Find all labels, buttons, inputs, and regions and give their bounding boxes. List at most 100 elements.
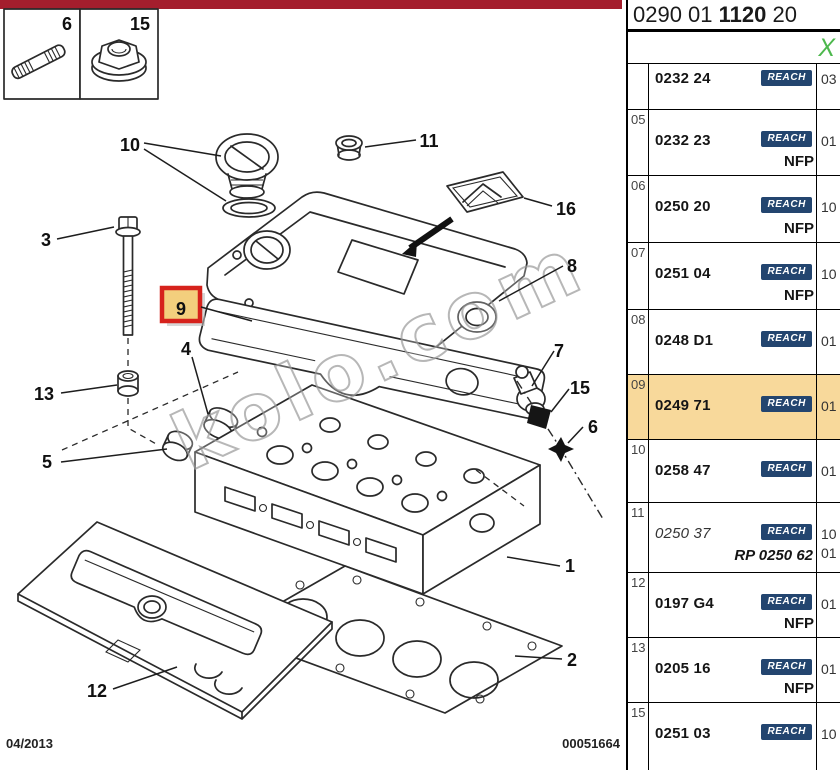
quantity: 01 — [821, 596, 837, 612]
callout-5: 5 — [42, 452, 52, 472]
part-number[interactable]: 0232 23 — [655, 132, 711, 149]
table-row[interactable]: 11 0250 37 REACH RP 0250 62 10 01 — [628, 503, 840, 573]
row-number: 08 — [628, 310, 649, 374]
table-row[interactable]: 05 0232 23 REACH NFP 01 — [628, 110, 840, 176]
inset-boxes: 6 15 — [3, 8, 159, 100]
quantity: 10 — [821, 199, 837, 215]
reach-badge[interactable]: REACH — [761, 461, 812, 477]
table-row[interactable]: 06 0250 20 REACH NFP 10 — [628, 176, 840, 243]
nfp-label: NFP — [784, 220, 814, 237]
table-row[interactable]: 13 0205 16 REACH NFP 01 — [628, 638, 840, 703]
part-number[interactable]: 0258 47 — [655, 462, 711, 479]
part-number[interactable]: 0251 04 — [655, 265, 711, 282]
reach-badge[interactable]: REACH — [761, 197, 812, 213]
reach-badge[interactable]: REACH — [761, 659, 812, 675]
part-number[interactable]: 0232 24 — [655, 70, 711, 87]
part-stud-marker — [548, 437, 574, 462]
quantity: 01 — [821, 398, 837, 414]
leader-lines — [56, 139, 584, 690]
row-number: 05 — [628, 110, 649, 175]
row-number: 07 — [628, 243, 649, 309]
footer-date: 04/2013 — [6, 736, 53, 751]
row-number: 13 — [628, 638, 649, 702]
callout-1: 1 — [565, 556, 575, 576]
reach-badge[interactable]: REACH — [761, 594, 812, 610]
part-number[interactable]: 0205 16 — [655, 660, 711, 677]
quantity: 10 — [821, 526, 837, 542]
reach-badge[interactable]: REACH — [761, 264, 812, 280]
part-breather-cap — [335, 135, 363, 161]
callout-9: 9 — [176, 299, 186, 319]
callout-6: 6 — [588, 417, 598, 437]
part-cylinder-head — [194, 384, 541, 595]
exploded-diagram: 6 15 — [0, 0, 622, 751]
part-number[interactable]: 0249 71 — [655, 397, 711, 414]
row-number: 10 — [628, 440, 649, 502]
inset-label-15: 15 — [130, 14, 150, 34]
part-number[interactable]: 0250 20 — [655, 198, 711, 215]
nfp-label: NFP — [784, 615, 814, 632]
nfp-label: NFP — [784, 680, 814, 697]
callout-4: 4 — [181, 339, 191, 359]
callout-12: 12 — [87, 681, 107, 701]
callout-3: 3 — [41, 230, 51, 250]
row-number: 12 — [628, 573, 649, 637]
parts-table-panel: 0290 01 1120 20 X 0232 24 REACH 03 05 02… — [626, 0, 840, 770]
part-bolt — [115, 216, 141, 368]
row-number: 11 — [628, 503, 649, 572]
callout-2: 2 — [567, 650, 577, 670]
inset-label-6: 6 — [62, 14, 72, 34]
table-row[interactable]: 07 0251 04 REACH NFP 10 — [628, 243, 840, 310]
filter-row: X — [628, 32, 840, 64]
callout-7: 7 — [554, 341, 564, 361]
quantity: 01 — [821, 463, 837, 479]
table-row[interactable]: 0232 24 REACH 03 — [628, 64, 840, 110]
reach-badge[interactable]: REACH — [761, 331, 812, 347]
reference-header: 0290 01 1120 20 — [628, 0, 840, 32]
part-number[interactable]: 0197 G4 — [655, 595, 714, 612]
callout-15: 15 — [570, 378, 590, 398]
reach-badge[interactable]: REACH — [761, 70, 812, 86]
reach-badge[interactable]: REACH — [761, 396, 812, 412]
callout-13: 13 — [34, 384, 54, 404]
replacement-quantity: 01 — [821, 545, 837, 561]
part-number[interactable]: 0251 03 — [655, 725, 711, 742]
reach-badge[interactable]: REACH — [761, 524, 812, 540]
ref-bold: 1120 — [718, 1, 767, 27]
callout-9-box[interactable]: 9 — [159, 285, 205, 326]
part-caps — [61, 371, 239, 462]
reach-badge[interactable]: REACH — [761, 131, 812, 147]
table-row[interactable]: 12 0197 G4 REACH NFP 01 — [628, 573, 840, 638]
quantity: 01 — [821, 133, 837, 149]
part-spacer — [117, 370, 159, 446]
table-row[interactable]: 15 0251 03 REACH 10 — [628, 703, 840, 770]
diagram-svg: 6 15 — [0, 0, 622, 720]
part-stud-inset — [11, 44, 66, 80]
nfp-label: NFP — [784, 287, 814, 304]
quantity: 03 — [821, 71, 837, 87]
reach-badge[interactable]: REACH — [761, 724, 812, 740]
row-number: 15 — [628, 703, 649, 770]
part-number[interactable]: 0250 37 — [655, 525, 711, 542]
row-number: 09 — [628, 375, 649, 439]
table-row[interactable]: 08 0248 D1 REACH 01 — [628, 310, 840, 375]
callout-10: 10 — [120, 135, 140, 155]
part-nut-inset — [91, 39, 147, 82]
part-oil-cap — [215, 133, 279, 218]
replacement-part-number[interactable]: RP 0250 62 — [734, 547, 813, 564]
part-number[interactable]: 0248 D1 — [655, 332, 714, 349]
x-link[interactable]: X — [818, 34, 835, 62]
part-nut-marker — [527, 405, 551, 429]
quantity: 10 — [821, 726, 837, 742]
table-row-selected[interactable]: 09 0249 71 REACH 01 — [628, 375, 840, 440]
row-number — [628, 64, 649, 109]
quantity: 10 — [821, 266, 837, 282]
ref-suffix: 20 — [766, 1, 797, 27]
callout-11: 11 — [419, 131, 438, 151]
footer-doc-number: 00051664 — [562, 736, 620, 751]
top-red-bar — [0, 0, 622, 9]
part-gasket-kit — [17, 521, 333, 720]
part-valve-cover-gasket — [198, 298, 546, 419]
part-badge-cover — [446, 171, 524, 213]
table-row[interactable]: 10 0258 47 REACH 01 — [628, 440, 840, 503]
